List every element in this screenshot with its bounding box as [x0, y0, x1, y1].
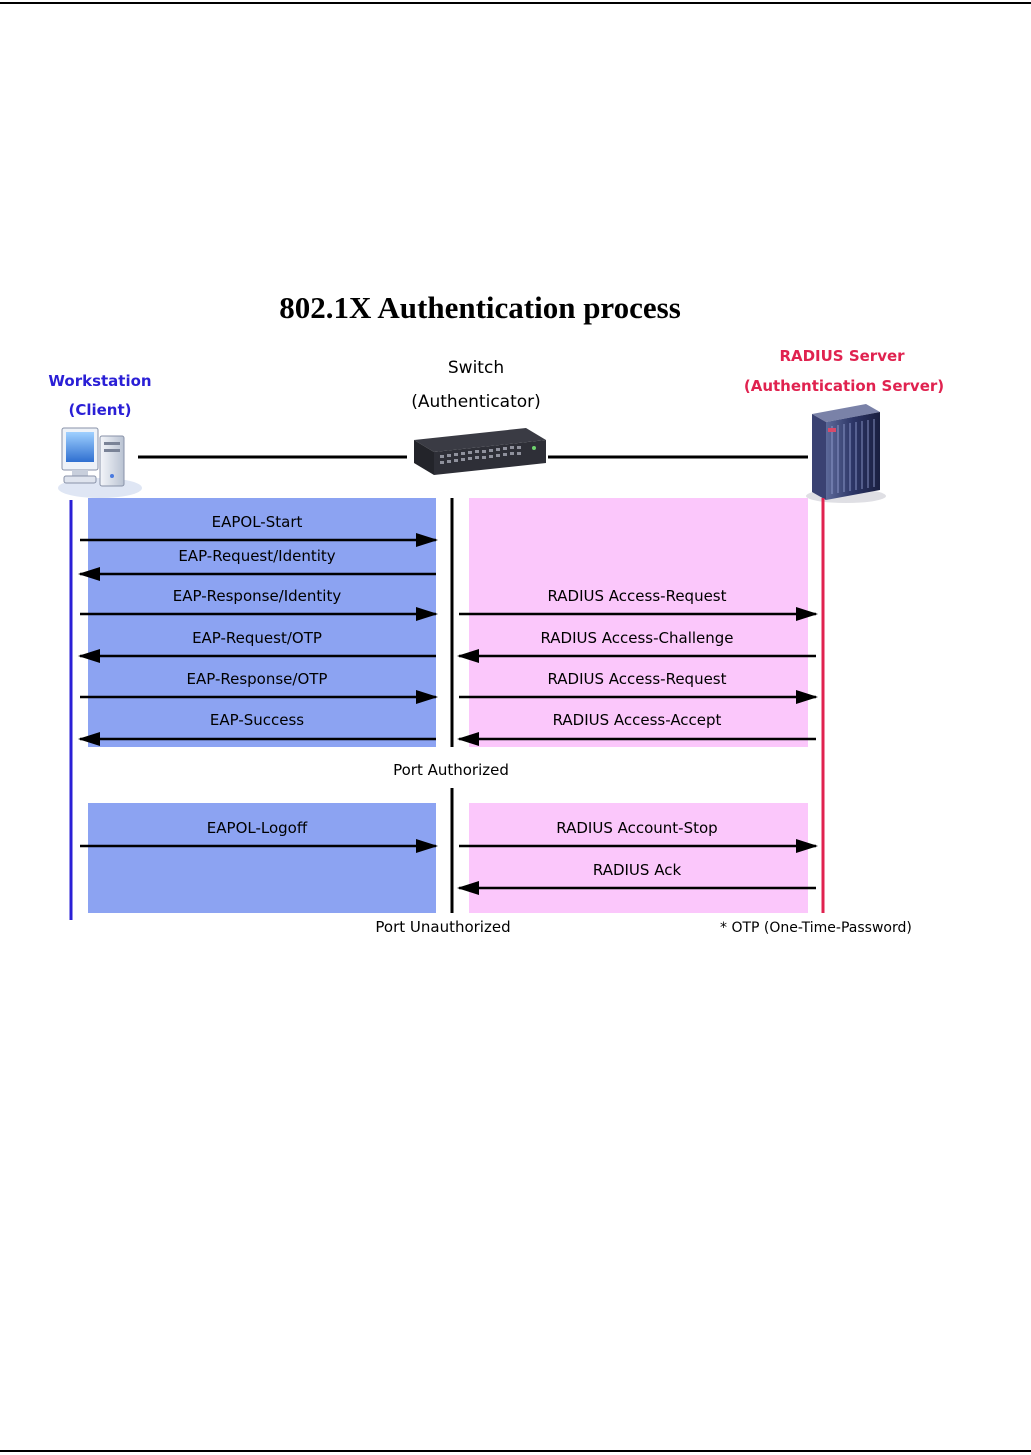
workstation-icon [58, 427, 142, 498]
server-icon [806, 404, 886, 503]
msg-eapol-start-label: EAPOL-Start [212, 513, 303, 531]
port-unauthorized-label: Port Unauthorized [375, 918, 510, 936]
msg-eap-success-label: EAP-Success [210, 711, 304, 729]
client-name: Workstation [48, 372, 151, 390]
switch-role: (Authenticator) [411, 392, 541, 412]
port-authorized-label: Port Authorized [393, 761, 509, 779]
top-rule [0, 2, 1031, 4]
server-panel-unauthorized [469, 803, 808, 913]
switch-icon [414, 428, 546, 475]
server-panel-authorized [469, 498, 808, 747]
msg-radius-access-request-1-label: RADIUS Access-Request [547, 587, 726, 605]
client-role: (Client) [68, 401, 131, 419]
client-panel-unauthorized [88, 803, 436, 913]
diagram-title: 802.1X Authentication process [279, 290, 681, 325]
msg-radius-ack-label: RADIUS Ack [593, 861, 682, 879]
msg-radius-access-accept-label: RADIUS Access-Accept [553, 711, 722, 729]
footnote: * OTP (One-Time-Password) [720, 920, 912, 936]
server-name: RADIUS Server [779, 347, 905, 365]
msg-eap-response-identity-label: EAP-Response/Identity [173, 587, 342, 605]
msg-eapol-logoff-label: EAPOL-Logoff [207, 819, 308, 837]
server-role: (Authentication Server) [744, 377, 944, 395]
msg-radius-access-request-2-label: RADIUS Access-Request [547, 670, 726, 688]
msg-eap-response-otp-label: EAP-Response/OTP [187, 670, 328, 688]
msg-eap-request-identity-label: EAP-Request/Identity [178, 547, 335, 565]
msg-radius-access-challenge-label: RADIUS Access-Challenge [540, 629, 733, 647]
client-panel-authorized [88, 498, 436, 747]
switch-name: Switch [448, 358, 504, 378]
msg-eap-request-otp-label: EAP-Request/OTP [192, 629, 322, 647]
msg-radius-account-stop-label: RADIUS Account-Stop [556, 819, 717, 837]
bottom-rule [0, 1450, 1031, 1452]
